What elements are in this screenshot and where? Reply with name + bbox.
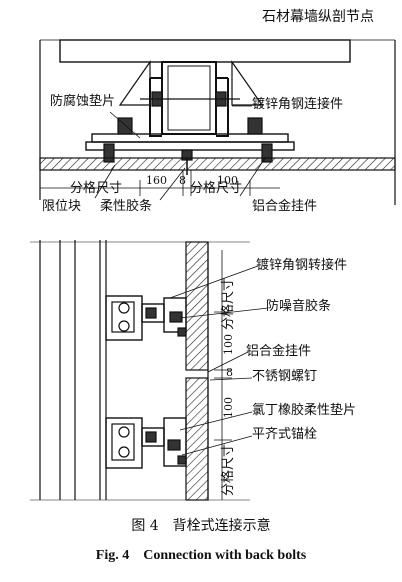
drawing-title: 石材幕墙纵剖节点 [262, 9, 374, 25]
dim-100-upper: 100 [222, 334, 235, 355]
label-alu-hanger-bottom: 铝合金挂件 [246, 344, 312, 359]
label-grid-size-lower: 分格尺寸 [221, 443, 236, 496]
caption-cn: 图 4 背栓式连接示意 [131, 518, 271, 534]
dim-8: 8 [179, 174, 186, 187]
label-limit-block: 限位块 [42, 199, 82, 214]
label-galv-angle-adapter: 镀锌角钢转接件 [256, 258, 348, 273]
label-grid-size-right: 分格尺寸 [190, 181, 243, 196]
label-flush-anchor: 平齐式锚栓 [252, 427, 318, 442]
dim-100-lower: 100 [222, 397, 235, 418]
dim-160: 160 [146, 174, 167, 187]
top-section [39, 39, 396, 205]
label-grid-size-left: 分格尺寸 [70, 181, 123, 196]
label-noise-strip: 防噪音胶条 [266, 299, 332, 314]
label-galv-angle-connector: 镀锌角钢连接件 [252, 97, 344, 112]
label-grid-size-upper: 分格尺寸 [221, 277, 236, 330]
label-alu-hanger-top: 铝合金挂件 [252, 199, 318, 214]
bottom-section [30, 240, 269, 501]
label-flexible-strip: 柔性胶条 [100, 199, 153, 214]
dim-100: 100 [217, 174, 238, 187]
label-neoprene-pad: 氯丁橡胶柔性垫片 [252, 403, 357, 418]
caption-en: Fig. 4 Connection with back bolts [95, 548, 307, 563]
label-stainless-bolt: 不锈钢螺钉 [252, 369, 318, 384]
label-anticorrosion-pad: 防腐蚀垫片 [50, 94, 116, 109]
dim-8-bottom: 8 [226, 366, 233, 379]
